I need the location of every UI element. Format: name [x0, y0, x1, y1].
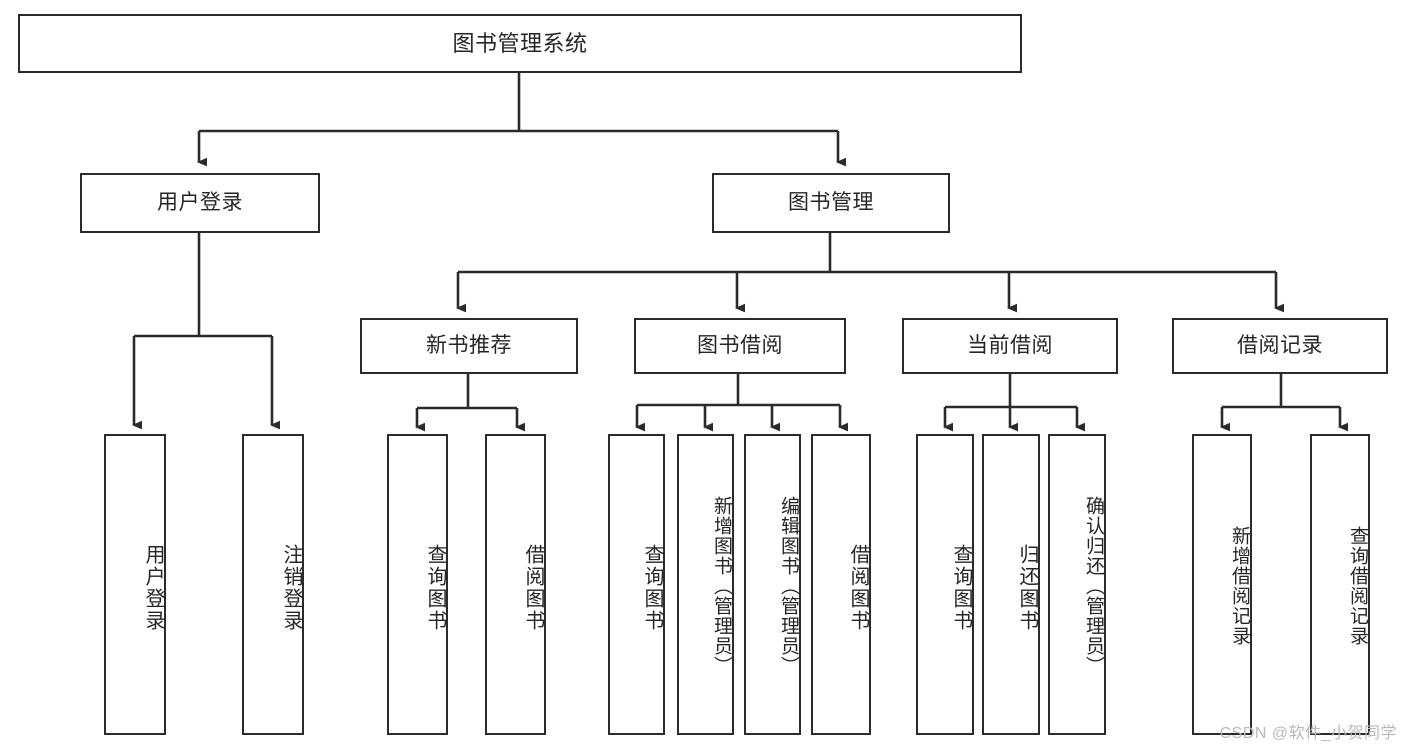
leaf-borrow-book[interactable]: 借阅图书: [811, 434, 871, 735]
node-label: 图书管理系统: [452, 30, 588, 56]
node-borrow-record[interactable]: 借阅记录: [1172, 318, 1388, 374]
leaf-query-borrow-record[interactable]: 查询借阅记录: [1310, 434, 1370, 735]
node-label: 图书管理: [788, 190, 874, 214]
leaf-query-book-current[interactable]: 查询图书: [916, 434, 974, 735]
node-label: 当前借阅: [967, 333, 1053, 357]
node-user-login[interactable]: 用户登录: [80, 173, 320, 233]
node-label: 用户登录: [142, 543, 164, 632]
node-label: 图书借阅: [697, 333, 783, 357]
node-label: 查询借阅记录: [1347, 526, 1368, 646]
node-label: 归还图书: [1016, 543, 1038, 632]
leaf-add-borrow-record[interactable]: 新增借阅记录: [1192, 434, 1252, 735]
node-label: 用户登录: [157, 190, 243, 214]
leaf-edit-book-admin[interactable]: 编辑图书（管理员）: [744, 434, 801, 735]
node-book-borrow[interactable]: 图书借阅: [634, 318, 846, 374]
node-label: 新增图书（管理员）: [711, 496, 732, 676]
leaf-query-book-borrow[interactable]: 查询图书: [608, 434, 665, 735]
leaf-user-login[interactable]: 用户登录: [104, 434, 166, 735]
node-label: 借阅记录: [1237, 333, 1323, 357]
node-current-borrow[interactable]: 当前借阅: [902, 318, 1118, 374]
node-label: 确认归还（管理员）: [1083, 496, 1104, 676]
node-new-book-recommend[interactable]: 新书推荐: [360, 318, 578, 374]
node-label: 借阅图书: [847, 543, 869, 632]
leaf-confirm-return-admin[interactable]: 确认归还（管理员）: [1048, 434, 1106, 735]
node-label: 查询图书: [641, 543, 663, 632]
watermark-text: CSDN @软件_小贺同学: [1219, 725, 1397, 742]
leaf-logout-login[interactable]: 注销登录: [242, 434, 304, 735]
node-book-management[interactable]: 图书管理: [712, 173, 950, 233]
node-label: 新增借阅记录: [1229, 526, 1250, 646]
node-label: 查询图书: [424, 543, 446, 632]
node-label: 新书推荐: [426, 333, 512, 357]
leaf-return-book[interactable]: 归还图书: [982, 434, 1040, 735]
leaf-borrow-book-recommend[interactable]: 借阅图书: [485, 434, 546, 735]
leaf-add-book-admin[interactable]: 新增图书（管理员）: [677, 434, 734, 735]
node-label: 编辑图书（管理员）: [778, 496, 799, 676]
node-root-system[interactable]: 图书管理系统: [18, 14, 1022, 73]
leaf-query-book-recommend[interactable]: 查询图书: [387, 434, 448, 735]
node-label: 查询图书: [950, 543, 972, 632]
node-label: 借阅图书: [522, 543, 544, 632]
node-label: 注销登录: [280, 543, 302, 632]
